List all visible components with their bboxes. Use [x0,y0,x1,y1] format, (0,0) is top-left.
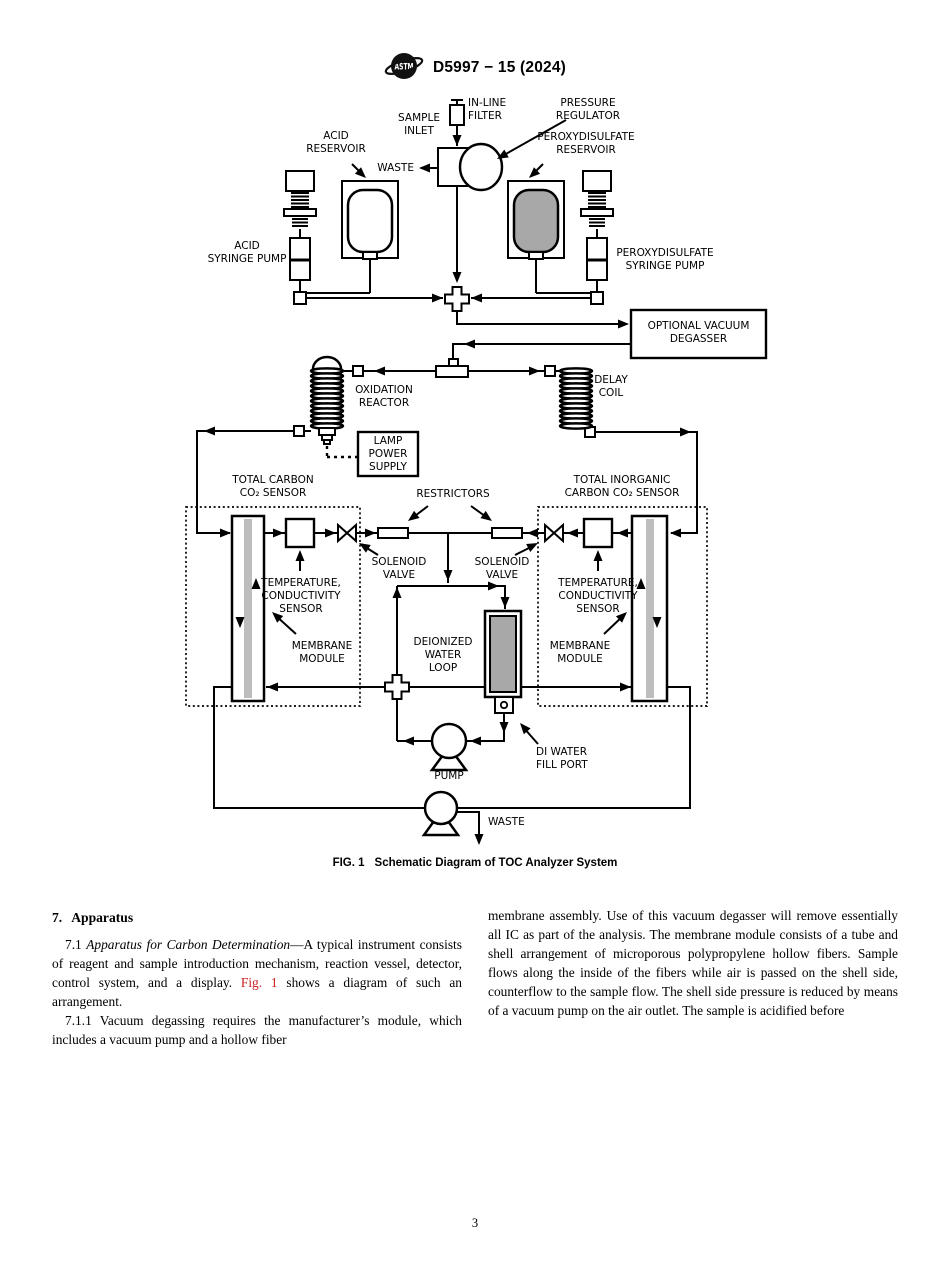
figure-1-diagram: SAMPLE INLET IN-LINE FILTER PRESSURE REG… [185,97,768,845]
waste-pump-shape [421,790,461,837]
acid-reservoir-shape [341,180,399,260]
astm-logo-icon: ASTM [384,48,424,89]
restrictor-left-shape [377,527,409,539]
membrane-module-right-shape [630,514,669,703]
label-membrane-left: MEMBRANE MODULE [291,640,353,666]
paragraph-7-1: 7.1 Apparatus for Carbon Determination—A… [52,935,462,1011]
section-number: 7. [52,910,63,925]
peroxydisulfate-reservoir-shape [507,180,565,260]
label-deionized-water-loop: DEIONIZED WATER LOOP [413,636,473,675]
svg-text:ASTM: ASTM [394,62,413,72]
label-solenoid-valve-left: SOLENOID VALVE [371,556,427,582]
lamp-power-supply-box [356,430,420,478]
membrane-module-left-shape [230,514,266,703]
label-peroxydisulfate-syringe-pump: PEROXYDISULFATE SYRINGE PUMP [616,247,714,273]
label-acid-reservoir: ACID RESERVOIR [306,130,366,156]
splitter-manifold [293,358,596,438]
peroxydisulfate-syringe-pump-shape [580,170,614,305]
label-membrane-right: MEMBRANE MODULE [549,640,611,666]
solenoid-valve-right-shape [544,522,564,544]
di-loop-cross-junction [384,674,410,700]
temp-cond-sensor-left-shape [284,517,316,549]
label-waste-top: WASTE [377,162,414,174]
label-sample-inlet: SAMPLE INLET [398,112,440,138]
temp-cond-sensor-right-shape [582,517,614,549]
label-oxidation-reactor: OXIDATION REACTOR [355,384,413,410]
mixing-cross-junction [444,286,470,312]
para-italic-phrase: Apparatus for Carbon Determination [86,937,291,952]
di-water-reservoir-shape [483,609,523,714]
figure-caption-number: FIG. 1 [332,857,365,869]
solenoid-valve-left-shape [337,522,357,544]
label-restrictors: RESTRICTORS [416,488,490,500]
figure-caption-text: Schematic Diagram of TOC Analyzer System [374,857,618,869]
left-column: 7. Apparatus 7.1 Apparatus for Carbon Det… [52,906,462,1049]
acid-syringe-pump-shape [283,170,317,305]
label-peroxydisulfate-reservoir: PEROXYDISULFATE RESERVOIR [537,131,635,157]
label-lamp-power-supply: LAMP POWER SUPPLY [368,435,408,474]
label-delay-coil: DELAY COIL [594,374,628,400]
di-pump-shape [429,722,469,772]
label-acid-syringe-pump: ACID SYRINGE PUMP [207,240,287,266]
sensor-enclosures [185,506,708,707]
standard-designation: D5997 − 15 (2024) [432,59,567,76]
label-total-inorganic-sensor: TOTAL INORGANIC CARBON CO₂ SENSOR [564,474,680,500]
label-pressure-regulator: PRESSURE REGULATOR [555,97,621,123]
label-total-carbon-sensor: TOTAL CARBON CO₂ SENSOR [232,474,314,500]
pressure-regulator-shape [437,142,504,192]
lamp-power-dotted-line [325,446,357,459]
restrictor-right-shape [491,527,523,539]
paragraph-continuation: membrane assembly. Use of this vacuum de… [488,908,898,1018]
oxidation-reactor-shape [309,355,345,445]
page-header: ASTM D5997 − 15 (2024) [0,48,950,88]
para-text-tail: shows a diagram of such an arrangement. [52,975,462,1009]
figure-caption: FIG. 1 Schematic Diagram of TOC Analyzer … [0,857,950,869]
vacuum-degasser-box [629,308,768,360]
label-waste-bottom: WASTE [488,816,525,828]
para-number: 7.1 [65,937,87,952]
label-optional-vacuum-degasser: OPTIONAL VACUUM DEGASSER [647,320,750,346]
label-solenoid-valve-right: SOLENOID VALVE [474,556,530,582]
diagram-graphics [185,99,768,845]
label-temp-cond-left: TEMPERATURE, CONDUCTIVITY SENSOR [261,577,341,616]
label-pump: PUMP [434,770,464,782]
label-inline-filter: IN-LINE FILTER [468,97,507,123]
paragraph-7-1-1: 7.1.1 Vacuum degassing requires the manu… [52,1013,462,1047]
right-column: membrane assembly. Use of this vacuum de… [488,906,898,1020]
delay-coil-shape [558,367,594,430]
section-title: Apparatus [71,910,134,925]
page-number: 3 [471,1216,479,1230]
section-heading: 7. Apparatus [52,908,462,927]
label-di-water-fill-port: DI WATER FILL PORT [536,746,588,772]
inline-filter-shape [449,104,465,126]
para-text: —A typical instrument consists of reagen… [52,937,462,990]
label-temp-cond-right: TEMPERATURE, CONDUCTIVITY SENSOR [558,577,638,616]
fig-1-link[interactable]: Fig. 1 [240,975,278,990]
